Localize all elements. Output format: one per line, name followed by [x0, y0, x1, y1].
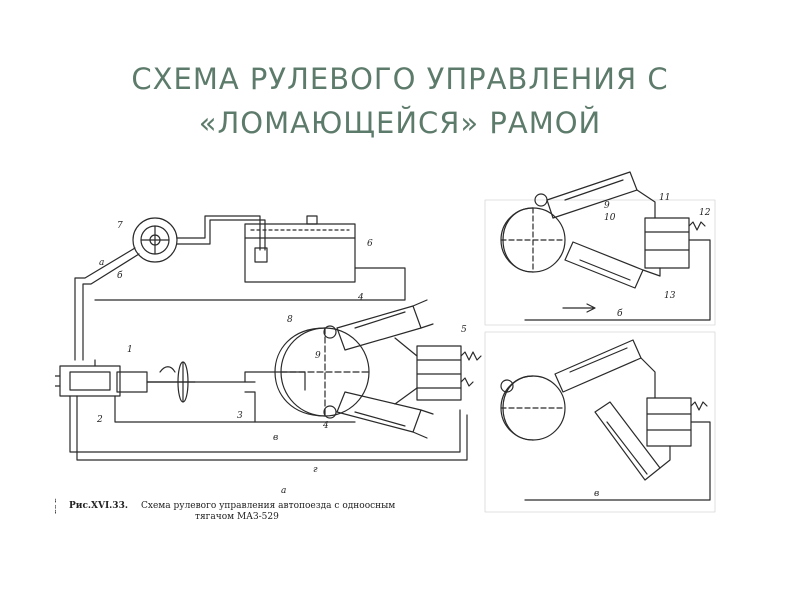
cylinder-upper-b — [546, 171, 638, 219]
cylinder-lower-b — [564, 241, 644, 289]
caption-number: XVI.33. — [91, 501, 128, 511]
panel-a-drawing — [54, 215, 482, 461]
figure-caption: Рис. XVI.33. Схема рулевого управления а… — [48, 498, 395, 522]
panel-label-a: а — [281, 486, 286, 496]
panel-label-v: в — [594, 489, 599, 499]
line-label-v: в — [273, 433, 278, 443]
page-number: 363 — [55, 498, 58, 515]
cylinder-lower-a — [336, 391, 434, 439]
control-valve — [54, 359, 196, 397]
part-label-6: 6 — [367, 239, 373, 249]
caption-line-1: Схема рулевого управления автопоезда с о… — [141, 501, 395, 511]
part-label-2: 2 — [96, 415, 103, 425]
line-label-g: г — [313, 465, 318, 475]
part-label-3: 3 — [237, 411, 243, 421]
pump — [132, 217, 178, 263]
steering-diagram-figure: а б 7 6 1 2 3 8 9 4 4 5 в г а 9 10 11 12… — [48, 160, 720, 522]
panel-b-drawing — [484, 171, 716, 326]
panel-b-part-label-13: 13 — [664, 291, 676, 301]
part-label-8: 8 — [287, 315, 293, 325]
panel-b-part-label-9: 9 — [604, 201, 610, 211]
distributor-b — [644, 217, 706, 269]
caption-prefix: Рис. — [69, 501, 91, 511]
frame-hinge-b — [500, 193, 566, 273]
part-label-4-upper: 4 — [357, 293, 364, 303]
cylinder-upper-a — [336, 299, 434, 351]
caption-line-2: тягачом МАЗ-529 — [195, 512, 279, 520]
panel-v-drawing — [484, 331, 716, 513]
slide-title: СХЕМА РУЛЕВОГО УПРАВЛЕНИЯ С «ЛОМАЮЩЕЙСЯ»… — [0, 57, 800, 145]
part-label-9: 9 — [315, 351, 321, 361]
part-label-1: 1 — [127, 345, 133, 355]
distributor-a — [394, 337, 482, 405]
panel-b-part-label-10: 10 — [604, 213, 616, 223]
panel-label-b: б — [617, 308, 623, 319]
frame-hinge-a — [274, 325, 372, 419]
part-label-4-lower: 4 — [322, 421, 329, 431]
steering-wheel — [146, 361, 256, 403]
steering-diagram-svg: а б 7 6 1 2 3 8 9 4 4 5 в г а 9 10 11 12… — [48, 171, 716, 522]
line-label-b: б — [117, 270, 123, 281]
slide-title-line-2: «ЛОМАЮЩЕЙСЯ» РАМОЙ — [198, 106, 602, 141]
part-label-7: 7 — [117, 221, 123, 231]
panel-b-part-label-11: 11 — [659, 193, 670, 203]
panel-b-part-label-12: 12 — [699, 208, 711, 218]
part-label-5: 5 — [461, 325, 467, 335]
slide-title-line-1: СХЕМА РУЛЕВОГО УПРАВЛЕНИЯ С — [131, 62, 669, 97]
oil-tank — [244, 215, 356, 283]
cylinder-upper-v — [554, 339, 642, 393]
line-label-a: а — [99, 258, 104, 268]
frame-hinge-v — [500, 375, 566, 441]
